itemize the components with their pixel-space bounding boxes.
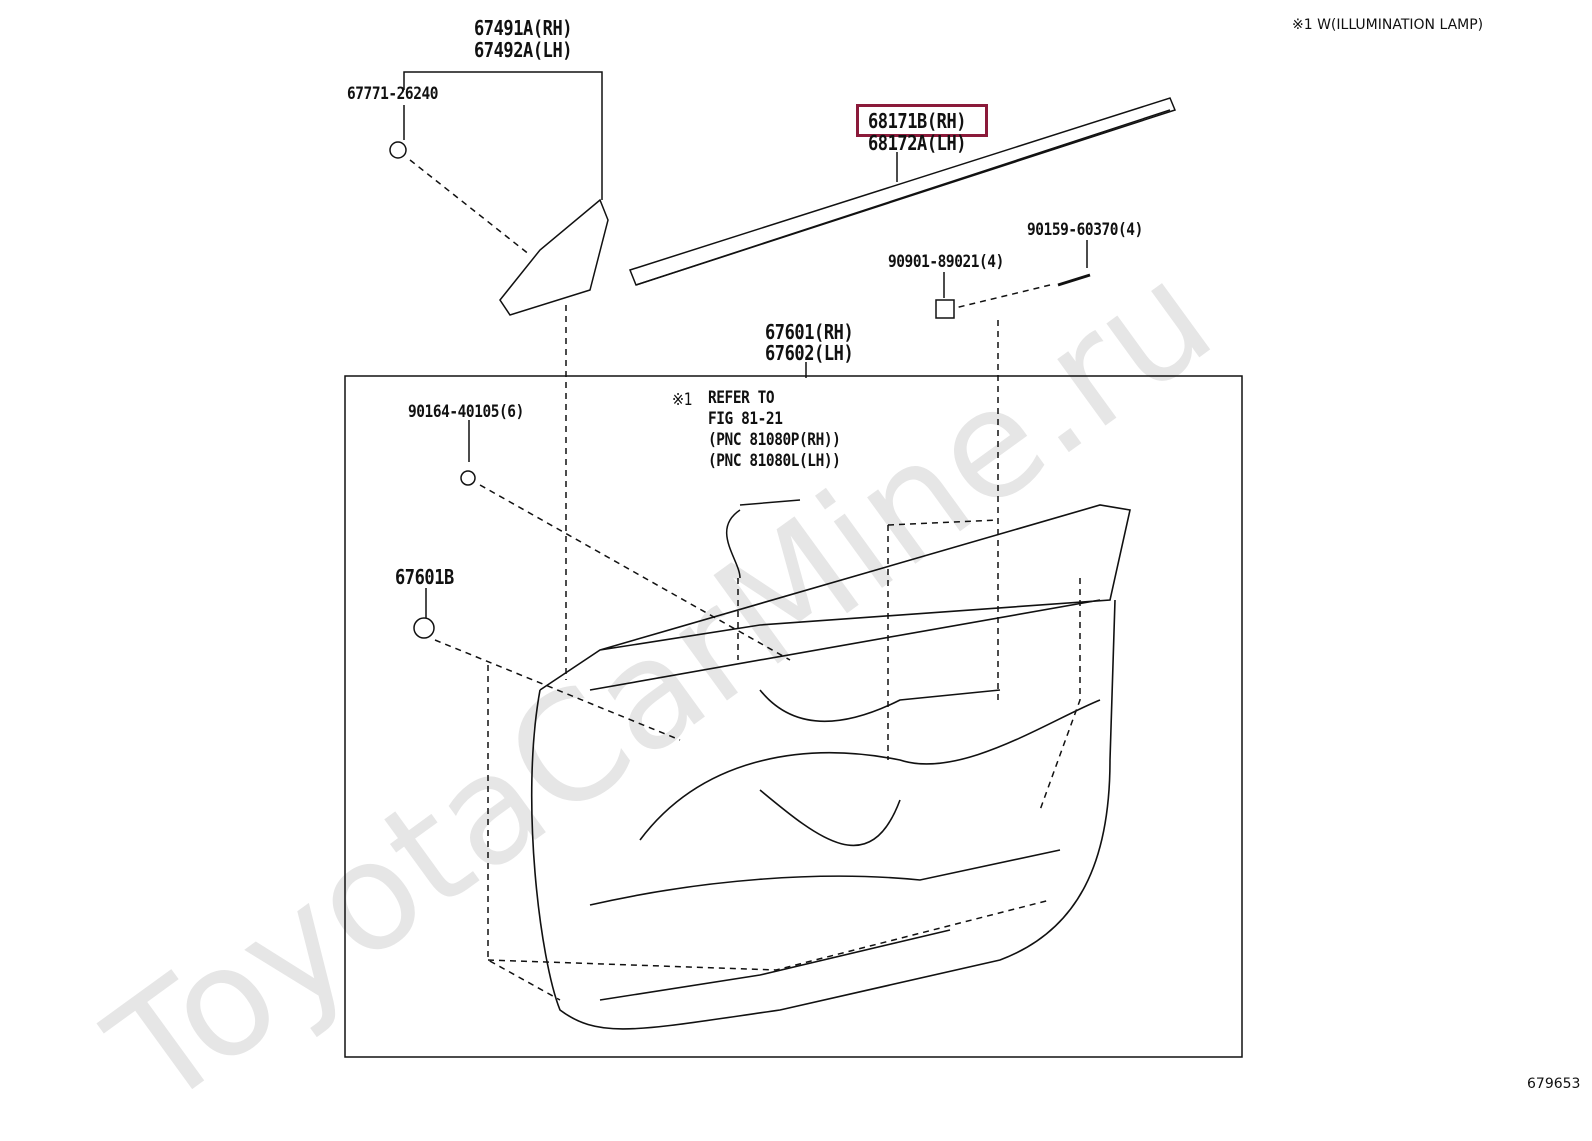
label-67602[interactable]: 67602(LH)	[765, 341, 854, 365]
refer-line-4[interactable]: (PNC 81080L(LH))	[708, 451, 841, 471]
clip-67771	[389, 141, 407, 159]
label-90901[interactable]: 90901-89021(4)	[888, 252, 1004, 272]
label-68172a[interactable]: 68172A(LH)	[868, 131, 967, 155]
clips-and-screws	[389, 141, 1091, 639]
screw-90159	[1057, 273, 1091, 287]
refer-line-1: REFER TO	[708, 388, 775, 408]
assembly-frame	[344, 375, 1243, 1058]
dashed-assembly-lines	[409, 159, 1081, 1001]
leader-lines	[403, 71, 1088, 618]
illumination-lamp	[726, 499, 801, 579]
label-67491a[interactable]: 67491A(RH)	[474, 16, 573, 40]
refer-mark: ※1	[672, 390, 692, 410]
mirror-cover	[499, 198, 609, 316]
illumination-note: ※1 W(ILLUMINATION LAMP)	[1292, 17, 1484, 33]
parts-diagram	[344, 71, 1243, 1058]
door-trim-panel	[530, 504, 1131, 1030]
window-molding	[629, 97, 1177, 286]
label-90159[interactable]: 90159-60370(4)	[1027, 220, 1143, 240]
label-67601[interactable]: 67601(RH)	[765, 320, 854, 344]
label-67601b[interactable]: 67601B	[395, 565, 454, 589]
label-67771[interactable]: 67771-26240	[347, 84, 439, 104]
label-90164[interactable]: 90164-40105(6)	[408, 402, 524, 422]
refer-line-3[interactable]: (PNC 81080P(RH))	[708, 430, 841, 450]
nut-90901	[935, 299, 955, 319]
highlight-box	[856, 104, 988, 137]
clip-67601b	[413, 617, 435, 639]
label-68171b[interactable]: 68171B(RH)	[868, 109, 967, 133]
screw-90164	[460, 470, 476, 486]
label-67492a[interactable]: 67492A(LH)	[474, 38, 573, 62]
refer-line-2[interactable]: FIG 81-21	[708, 409, 783, 429]
figure-number: 679653	[1527, 1076, 1581, 1092]
